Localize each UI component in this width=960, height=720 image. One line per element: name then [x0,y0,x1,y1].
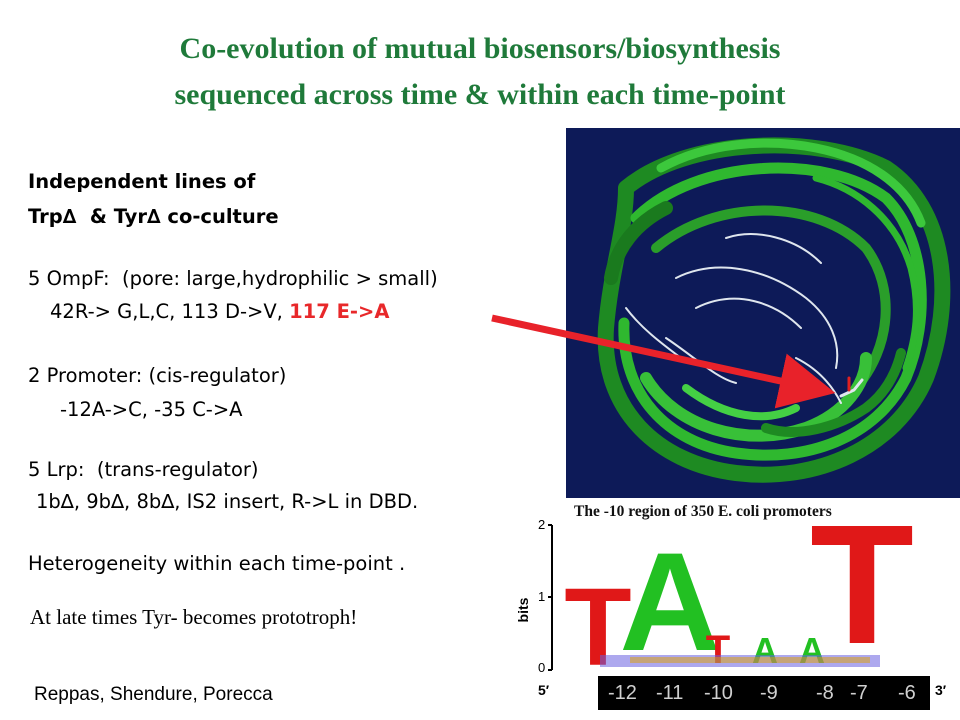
position-label: -10 [704,682,733,704]
logo-letter-pos2: A [619,523,720,680]
lrp-mutations: 1b∆, 9b∆, 8b∆, IS2 insert, R->L in DBD. [36,490,419,513]
heading-coculture: Trp∆ & Tyr∆ co-culture [28,205,279,228]
promoter-mutations: -12A->C, -35 C->A [60,398,243,421]
heterogeneity-note: Heterogeneity within each time-point . [28,552,406,575]
logo-ytick-1: 1 [538,589,545,604]
logo-ylabel: bits [515,597,531,622]
lrp-label: 5 Lrp: (trans-regulator) [28,458,259,481]
ompf-mutations: 42R-> G,L,C, 113 D->V, 117 E->A [50,300,389,323]
logo-ytick-2: 2 [538,517,545,532]
ompf-label: 5 OmpF: (pore: large,hydrophilic > small… [28,267,438,290]
slide-title-line2: sequenced across time & within each time… [174,78,786,111]
heading-independent-lines: Independent lines of [28,170,256,193]
sequence-logo: bits 2 1 0 5′ 3′ T A T A A T [515,515,947,698]
ompf-mutation-list: 42R-> G,L,C, 113 D->V, [50,300,290,323]
logo-letter-pos6: T [810,515,914,680]
promoter-label: 2 Promoter: (cis-regulator) [28,364,287,387]
logo-ytick-0: 0 [538,660,545,675]
slide-title-line1: Co-evolution of mutual biosensors/biosyn… [179,32,781,65]
position-axis-labels: -12 -11 -10 -9 -8 -7 -6 [598,676,930,710]
credits: Reppas, Shendure, Porecca [34,684,273,705]
logo-3prime-label: 3′ [935,682,947,698]
position-label: -8 [816,682,834,704]
position-label: -11 [656,682,684,704]
logo-letter-pos1: T [564,566,631,689]
ompf-highlight-mutation: 117 E->A [289,300,390,323]
ompf-protein-structure-image [566,128,960,498]
position-label: -7 [850,682,868,704]
logo-5prime-label: 5′ [538,682,550,698]
position-label: -12 [608,682,637,704]
position-label: -6 [898,682,916,704]
late-times-note: At late times Tyr- becomes prototroph! [30,605,358,629]
logo-caption: The -10 region of 350 E. coli promoters [574,503,832,520]
position-label: -9 [760,682,778,704]
